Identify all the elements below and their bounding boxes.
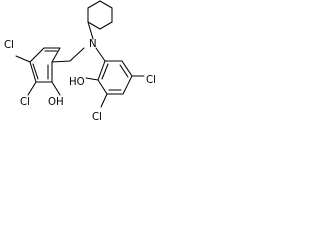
hydroxyl-label-right: HO bbox=[69, 77, 85, 88]
chlorine-label-right: Cl bbox=[146, 75, 156, 86]
right-benzene-ring bbox=[85, 60, 145, 108]
bond bbox=[99, 0, 113, 9]
cyclohexane-ring bbox=[87, 0, 113, 30]
bond bbox=[29, 61, 37, 83]
chlorine-label-bottom-right: Cl bbox=[92, 112, 102, 123]
bond bbox=[29, 47, 45, 63]
bond bbox=[101, 63, 109, 80]
nitrogen-label: N bbox=[89, 39, 97, 50]
chlorine-label-top-left: Cl bbox=[4, 40, 14, 51]
bond bbox=[99, 21, 113, 30]
bond bbox=[87, 0, 101, 9]
bond bbox=[122, 75, 133, 95]
bond bbox=[95, 47, 106, 62]
bond bbox=[119, 64, 129, 78]
bond bbox=[85, 77, 99, 81]
bond bbox=[32, 63, 39, 80]
bond bbox=[87, 21, 94, 40]
bond bbox=[100, 93, 108, 108]
structure-diagram: N Cl Cl OH HO Cl Cl bbox=[0, 0, 168, 128]
bond bbox=[97, 79, 108, 95]
bond bbox=[27, 81, 37, 96]
bond bbox=[69, 47, 85, 62]
bond bbox=[87, 21, 101, 30]
bond bbox=[51, 60, 71, 63]
molecule-structure: N Cl Cl OH HO Cl Cl bbox=[4, 0, 156, 123]
bond bbox=[15, 55, 31, 63]
chlorine-label-bottom-left: Cl bbox=[20, 97, 30, 108]
bond bbox=[121, 60, 133, 77]
bond bbox=[97, 60, 106, 81]
bond bbox=[51, 47, 61, 63]
bond bbox=[51, 81, 61, 96]
hydroxyl-label-left: OH bbox=[48, 97, 64, 108]
amine-linkers bbox=[69, 21, 106, 62]
left-benzene-ring bbox=[15, 47, 71, 96]
